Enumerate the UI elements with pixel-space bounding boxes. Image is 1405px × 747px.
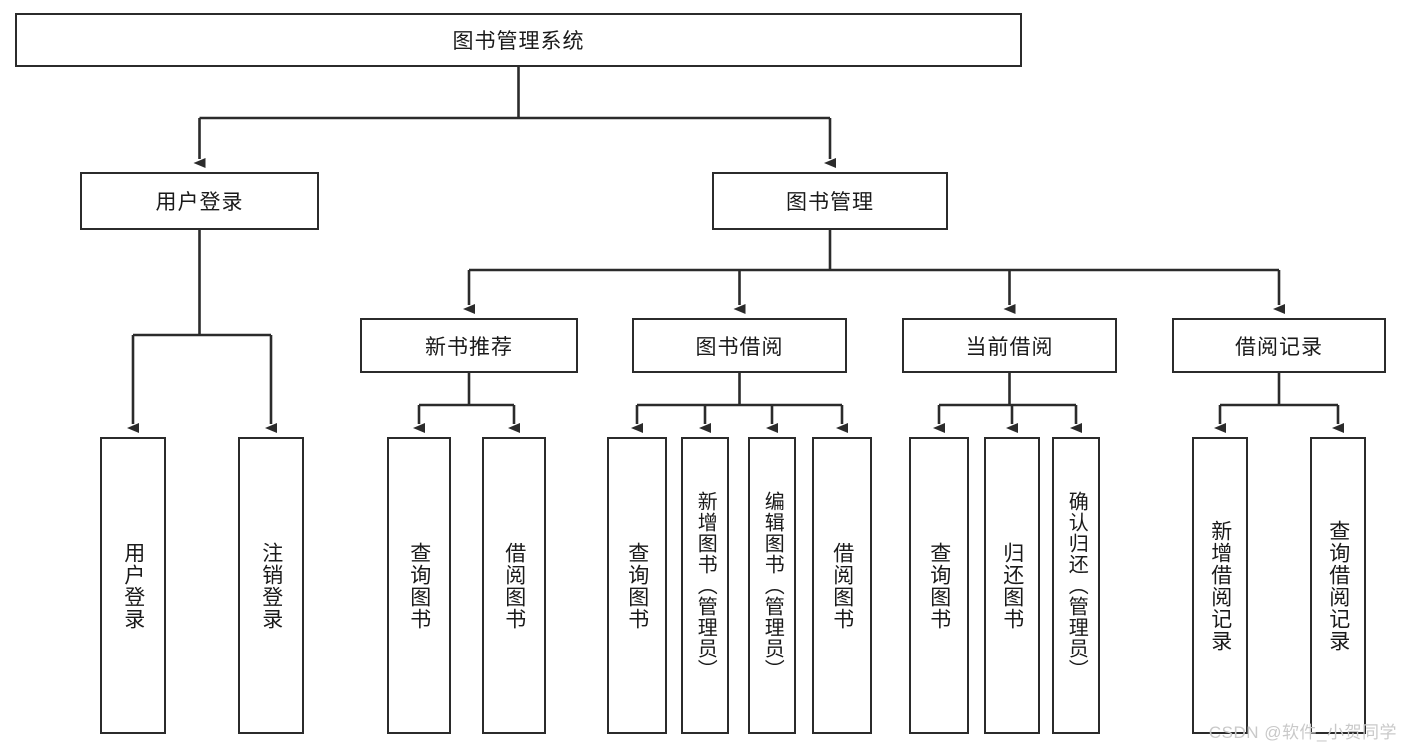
node-current-borrow: 当前借阅: [902, 318, 1117, 373]
node-label: 借阅记录: [1235, 335, 1323, 359]
node-leaf-add-record: 新增借阅记录: [1192, 437, 1248, 734]
node-new-book-rec: 新书推荐: [360, 318, 578, 373]
node-leaf-user-login: 用户登录: [100, 437, 166, 734]
node-label: 用户登录: [155, 191, 244, 214]
node-leaf-return-book: 归还图书: [984, 437, 1040, 734]
node-label: 查询图书: [407, 541, 431, 630]
node-root: 图书管理系统: [15, 13, 1022, 67]
watermark: CSDN @软件_小贺同学: [1208, 723, 1397, 742]
node-leaf-borrow-book-1: 借阅图书: [482, 437, 546, 734]
node-label: 新增借阅记录: [1208, 519, 1232, 652]
node-leaf-query-book-1: 查询图书: [387, 437, 451, 734]
node-leaf-confirm-return: 确认归还（管理员）: [1052, 437, 1100, 734]
node-label: 编辑图书（管理员）: [761, 491, 784, 680]
node-label: 查询图书: [927, 541, 951, 630]
node-label: 归还图书: [1000, 541, 1024, 630]
node-label: 借阅图书: [502, 541, 526, 630]
node-leaf-add-book: 新增图书（管理员）: [681, 437, 729, 734]
node-leaf-logout: 注销登录: [238, 437, 304, 734]
node-label: 当前借阅: [965, 335, 1054, 359]
node-user-login: 用户登录: [80, 172, 319, 230]
node-leaf-borrow-book-2: 借阅图书: [812, 437, 872, 734]
node-label: 确认归还（管理员）: [1065, 491, 1088, 680]
node-label: 用户登录: [121, 541, 145, 630]
node-label: 新书推荐: [425, 335, 513, 359]
node-label: 图书管理系统: [452, 30, 585, 53]
node-label: 注销登录: [259, 541, 283, 630]
node-leaf-edit-book: 编辑图书（管理员）: [748, 437, 796, 734]
node-label: 新增图书（管理员）: [694, 491, 717, 680]
node-label: 图书借阅: [695, 335, 784, 359]
node-label: 图书管理: [786, 191, 874, 214]
node-label: 查询图书: [625, 541, 649, 630]
node-leaf-query-record: 查询借阅记录: [1310, 437, 1366, 734]
node-leaf-query-book-2: 查询图书: [607, 437, 667, 734]
node-book-manage: 图书管理: [712, 172, 948, 230]
node-label: 查询借阅记录: [1326, 519, 1350, 652]
node-label: 借阅图书: [830, 541, 854, 630]
node-borrow-record: 借阅记录: [1172, 318, 1386, 373]
node-book-borrow: 图书借阅: [632, 318, 847, 373]
node-leaf-query-book-3: 查询图书: [909, 437, 969, 734]
